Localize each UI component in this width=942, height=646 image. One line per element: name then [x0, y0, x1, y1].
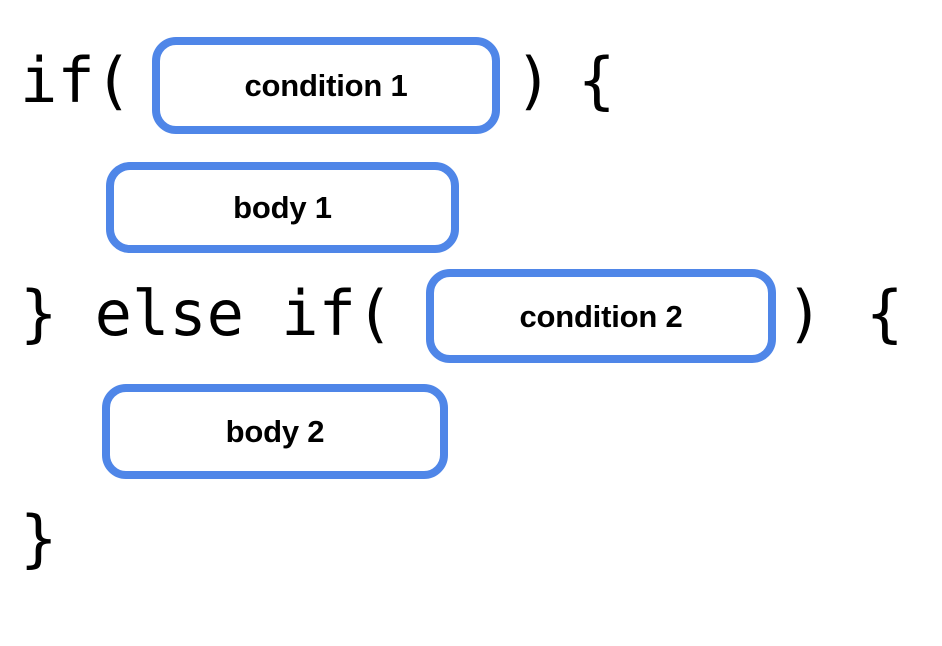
slot-condition-1-label: condition 1	[244, 68, 408, 103]
slot-condition-2[interactable]: condition 2	[426, 269, 776, 363]
code-token-closing-brace: }	[20, 502, 58, 575]
code-token-else-if-open: } else if(	[20, 277, 394, 350]
code-token-else-if-close-paren: )	[786, 277, 824, 350]
slot-body-1-label: body 1	[233, 190, 332, 225]
code-token-else-if-open-brace: {	[866, 277, 904, 350]
code-token-if-open: if(	[20, 44, 132, 117]
code-token-if-open-brace: {	[578, 44, 616, 117]
slot-body-2-label: body 2	[225, 414, 325, 449]
slot-body-2[interactable]: body 2	[102, 384, 448, 479]
slot-body-1[interactable]: body 1	[106, 162, 459, 253]
slot-condition-1[interactable]: condition 1	[152, 37, 500, 134]
code-token-if-close-paren: )	[515, 44, 553, 117]
slot-condition-2-label: condition 2	[519, 298, 683, 334]
